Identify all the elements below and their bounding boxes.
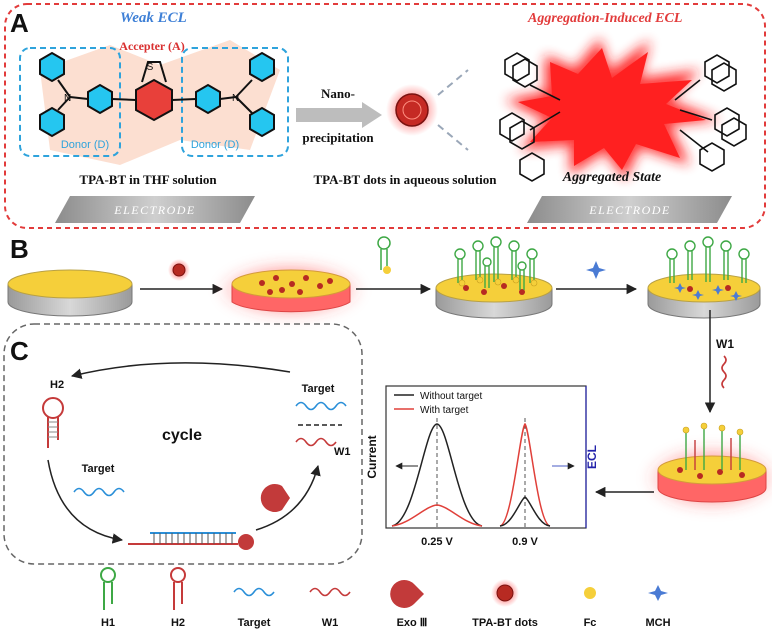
panel-b: B [7, 234, 772, 512]
hairpin-red-icon [170, 567, 186, 610]
molecule-bonds [57, 61, 253, 114]
donor-right-label: Donor (D) [191, 139, 239, 151]
donor-box-left [19, 47, 121, 157]
benzene-rings [39, 51, 275, 138]
tpa-bt-dot [395, 93, 429, 127]
hairpin-green-icon [100, 567, 116, 610]
zoom-line-bottom [437, 124, 469, 151]
h2-hairpin [42, 397, 64, 448]
h2-label: H2 [50, 379, 64, 391]
y-axis-ecl-label: ECL [585, 445, 599, 469]
aggregated-molecules [499, 52, 747, 182]
nitrogen-atom-left: N [64, 93, 71, 104]
target-wave-left [73, 487, 125, 497]
bottom-legend: H1 H2 Target W1 Exo Ⅲ TPA-BT dots Fc MCH [100, 567, 671, 629]
w1-wave-cycle [295, 437, 337, 447]
electrode-disk-final [644, 422, 772, 512]
electrode-right [527, 196, 732, 223]
precipitation-label: precipitation [302, 130, 374, 145]
panel-a-letter: A [10, 8, 29, 38]
panel-a: A Weak ECL Aggregation-Induced ECL [4, 3, 766, 229]
pacman-icon [390, 580, 424, 609]
star-blue-icon [648, 585, 668, 601]
legend-h1-label: H1 [101, 617, 115, 629]
nano-precipitation-arrow [296, 102, 382, 128]
legend-mch-label: MCH [645, 617, 670, 629]
tpa-bt-thf-label: TPA-BT in THF solution [79, 172, 217, 187]
cv-with-target [391, 504, 483, 527]
legend-with-target: With target [420, 405, 469, 416]
w1-arrow-label: W1 [716, 337, 734, 351]
nano-label: Nano- [321, 86, 355, 101]
sulfur-atom-label: S [147, 62, 154, 73]
legend-w1-label: W1 [322, 617, 339, 629]
wave-blue-icon [233, 587, 275, 597]
exo3-pacman [260, 484, 290, 512]
target-top-label: Target [302, 383, 335, 395]
aggregated-state-label: Aggregated State [562, 170, 661, 185]
target-left-label: Target [82, 463, 115, 475]
benzothiadiazole-core [135, 78, 173, 122]
electrode-disk-bare [7, 269, 133, 317]
h1-fc-add-icon [377, 236, 391, 274]
target-wave-top [295, 401, 347, 411]
donor-box-right [181, 47, 289, 157]
aie-ecl-label: Aggregation-Induced ECL [527, 11, 682, 26]
legend-without-target: Without target [420, 391, 482, 402]
ecl-burst [518, 48, 706, 170]
tpa-bt-dots-label: TPA-BT dots in aqueous solution [313, 172, 497, 187]
cycle-arrow-right [255, 464, 321, 531]
plot-frame [385, 385, 587, 529]
ecl-plot: Without target With target Current ECL 0… [365, 385, 599, 548]
electrode-left-label: ELECTRODE [113, 203, 196, 217]
ecl-with-target [499, 422, 551, 527]
legend-fc-label: Fc [584, 617, 597, 629]
legend-target-label: Target [238, 617, 271, 629]
nitrogen-atom-right: N [232, 93, 239, 104]
y-axis-current-label: Current [365, 435, 379, 478]
electrode-right-label: ELECTRODE [588, 203, 671, 217]
legend-h2-label: H2 [171, 617, 185, 629]
weak-ecl-label: Weak ECL [120, 10, 187, 26]
cycle-arrow-left [47, 459, 124, 544]
legend-exo3-label: Exo Ⅲ [397, 617, 428, 629]
panel-c-border [3, 323, 363, 565]
legend-tpabt-label: TPA-BT dots [472, 617, 538, 629]
accepter-label: Accepter (A) [119, 39, 184, 53]
panel-b-letter: B [10, 234, 29, 264]
panel-c: C H2 Target W1 cycle Target [3, 323, 363, 565]
panel-a-border [4, 3, 766, 229]
w1-cycle-label: W1 [334, 446, 351, 458]
electrode-disk-h1 [435, 236, 553, 319]
x-tick-09: 0.9 V [512, 536, 538, 548]
cycle-arrow-top [70, 362, 291, 379]
wave-red-icon [309, 587, 351, 597]
aggregated-state: Aggregated State [499, 38, 747, 185]
electrode-disk-h1-mch [647, 236, 761, 319]
h1-hairpins [454, 236, 538, 290]
w1-add-icon [721, 355, 727, 389]
tpa-bt-dot-texture [402, 100, 422, 120]
mch-add-icon [586, 261, 606, 279]
x-tick-025: 0.25 V [421, 536, 453, 548]
dot-red-icon [496, 584, 514, 602]
duplex-dna [128, 532, 254, 550]
tpa-bt-molecule: S N N Accepter (A) Donor (D) Donor (D) [19, 39, 289, 165]
panel-c-letter: C [10, 336, 29, 366]
cv-without-target [391, 423, 483, 527]
electrode-left [55, 196, 255, 223]
cycle-label: cycle [162, 427, 202, 444]
electrode-disk-dots [216, 260, 364, 320]
dot-yellow-icon [584, 587, 596, 599]
dot-add-icon [172, 263, 186, 277]
zoom-line-top [437, 69, 469, 96]
donor-left-label: Donor (D) [61, 139, 109, 151]
ecl-without-target [499, 496, 551, 527]
